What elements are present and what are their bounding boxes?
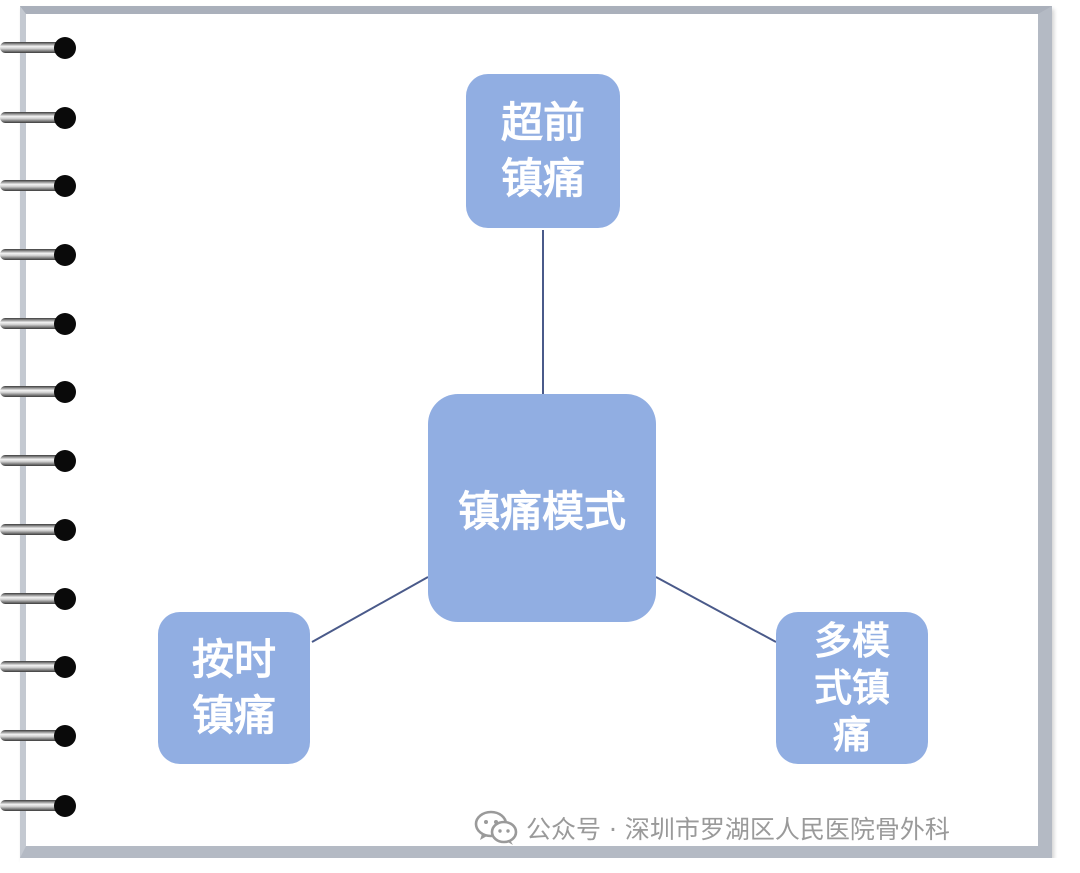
node-text-line: 按时 xyxy=(191,635,276,684)
spiral-ring xyxy=(0,174,80,198)
spiral-ring xyxy=(0,724,80,748)
node-text-line: 镇痛 xyxy=(500,154,585,203)
node-scheduled-analgesia: 按时 镇痛 xyxy=(158,612,310,764)
wechat-icon xyxy=(474,810,518,845)
spiral-ring xyxy=(0,380,80,404)
watermark-text: 公众号 · 深圳市罗湖区人民医院骨外科 xyxy=(526,815,950,844)
node-analgesia-mode: 镇痛模式 xyxy=(428,394,656,622)
spiral-ring xyxy=(0,449,80,473)
spiral-ring xyxy=(0,312,80,336)
spiral-ring xyxy=(0,587,80,611)
spiral-ring xyxy=(0,794,80,818)
node-multimodal-analgesia: 多模 式镇 痛 xyxy=(776,612,928,764)
spiral-ring xyxy=(0,655,80,679)
page-bottom-margin xyxy=(20,858,1060,873)
node-preemptive-analgesia: 超前 镇痛 xyxy=(466,74,620,228)
node-text-line: 痛 xyxy=(832,712,871,757)
watermark: 公众号 · 深圳市罗湖区人民医院骨外科 xyxy=(474,808,950,848)
spiral-ring xyxy=(0,36,80,60)
spiral-ring xyxy=(0,518,80,542)
node-text-line: 镇痛模式 xyxy=(457,486,626,536)
spiral-ring xyxy=(0,243,80,267)
node-text-line: 式镇 xyxy=(813,665,890,710)
node-text-line: 镇痛 xyxy=(191,691,276,740)
spiral-ring xyxy=(0,106,80,130)
node-text-line: 多模 xyxy=(813,618,890,663)
node-text-line: 超前 xyxy=(500,98,585,147)
connector-left xyxy=(311,576,429,643)
connector-right xyxy=(655,576,777,643)
